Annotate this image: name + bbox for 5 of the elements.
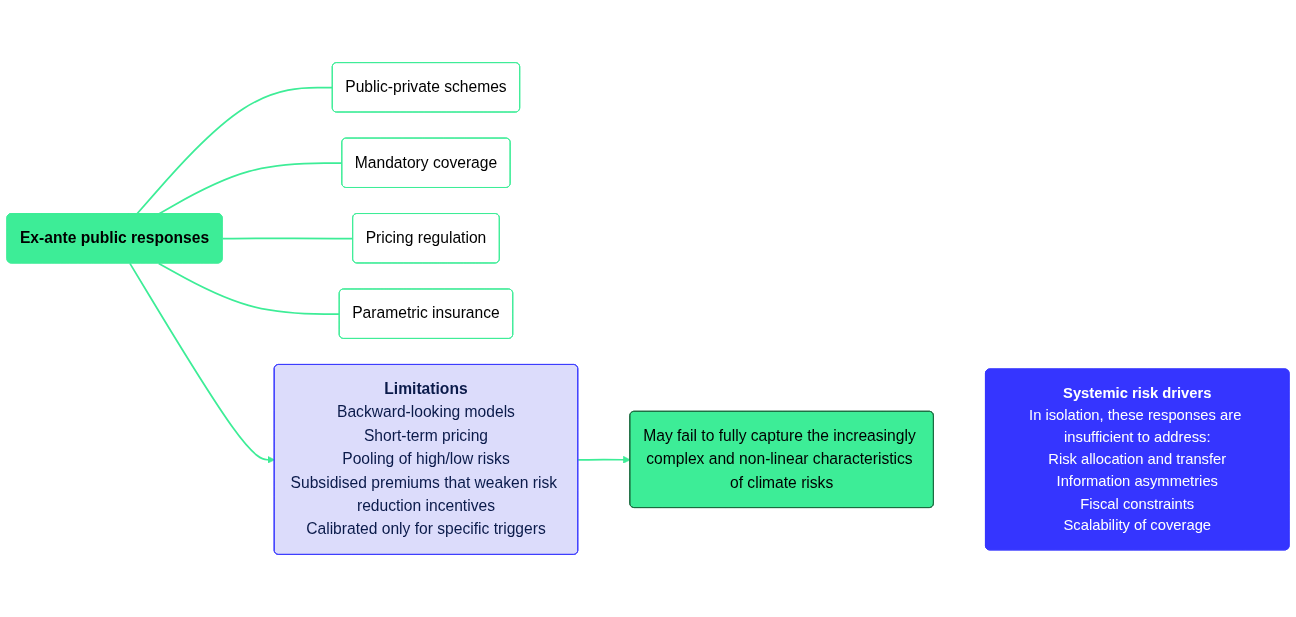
arrow	[129, 262, 275, 464]
connector	[157, 262, 341, 315]
arrow	[577, 455, 631, 464]
connector	[136, 86, 334, 215]
connector	[221, 237, 354, 240]
